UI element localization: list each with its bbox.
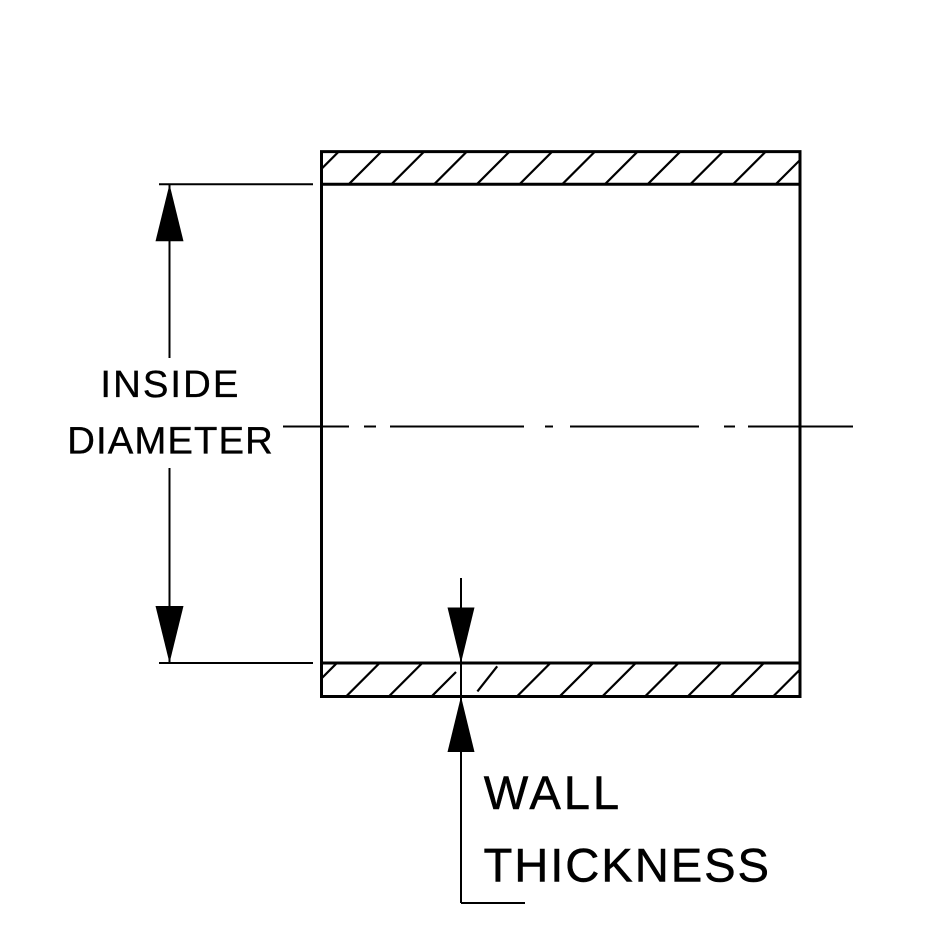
svg-text:THICKNESS: THICKNESS (484, 839, 770, 892)
svg-text:DIAMETER: DIAMETER (67, 419, 272, 462)
svg-text:WALL: WALL (484, 767, 619, 820)
